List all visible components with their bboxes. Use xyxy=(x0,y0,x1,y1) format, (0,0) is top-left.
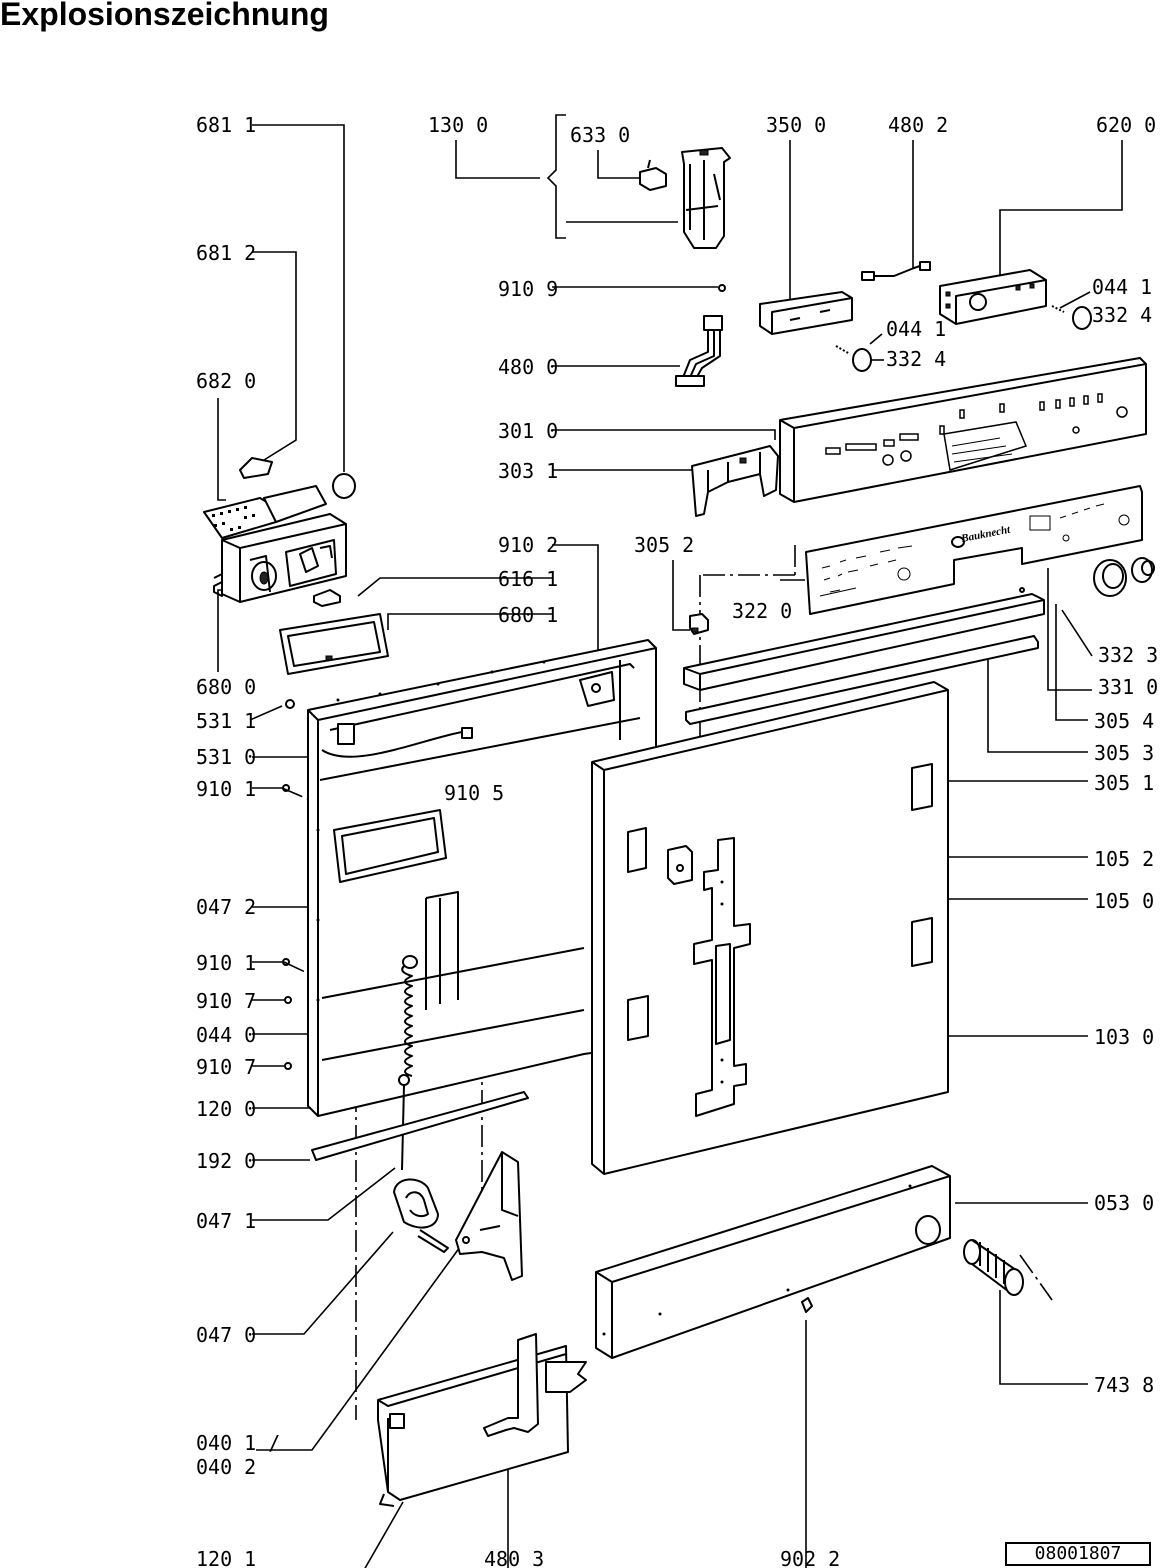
part-105-0-strip xyxy=(693,837,751,1117)
document-number: 08001807 xyxy=(1005,1542,1151,1566)
part-681-1-disc xyxy=(332,473,356,499)
label-910-1-lower: 910 1 xyxy=(196,951,256,975)
label-040-2: 040 2 xyxy=(196,1455,256,1479)
part-620-0-electronic-module xyxy=(939,269,1047,325)
label-681-1: 681 1 xyxy=(196,113,256,137)
label-047-1: 047 1 xyxy=(196,1209,256,1233)
label-531-0: 531 0 xyxy=(196,745,256,769)
label-910-1-upper: 910 1 xyxy=(196,777,256,801)
part-192-0-strip xyxy=(311,1091,529,1161)
part-531-1-screw xyxy=(285,699,295,709)
label-910-9: 910 9 xyxy=(498,277,558,301)
part-303-1-bracket xyxy=(691,445,779,517)
label-480-0: 480 0 xyxy=(498,355,558,379)
part-680-1-gasket xyxy=(279,613,389,675)
part-350-0-board xyxy=(759,291,853,335)
label-332-4-right: 332 4 xyxy=(1092,303,1152,327)
label-910-2: 910 2 xyxy=(498,533,558,557)
part-305-3-rail xyxy=(685,635,1039,725)
label-332-4-left: 332 4 xyxy=(886,347,946,371)
label-480-2: 480 2 xyxy=(888,113,948,137)
part-480-3-bracket xyxy=(483,1333,539,1437)
label-331-0: 331 0 xyxy=(1098,675,1158,699)
part-305-4-rail xyxy=(683,587,1045,691)
part-labels: 681 1 130 0 633 0 350 0 480 2 620 0 681 … xyxy=(196,113,1158,1568)
label-332-3: 332 3 xyxy=(1098,643,1158,667)
label-120-0: 120 0 xyxy=(196,1097,256,1121)
label-480-3: 480 3 xyxy=(484,1547,544,1568)
label-044-0: 044 0 xyxy=(196,1023,256,1047)
part-047-0-hinge xyxy=(393,1178,449,1253)
part-480-0-cable-harness xyxy=(675,315,723,387)
part-681-2-wedge xyxy=(239,457,273,479)
label-103-0: 103 0 xyxy=(1094,1025,1154,1049)
part-305-2-clip xyxy=(689,613,709,635)
label-682-0: 682 0 xyxy=(196,369,256,393)
part-044-1-spring-332-4-knob-left xyxy=(835,345,872,372)
label-044-1-right: 044 1 xyxy=(1092,275,1152,299)
label-680-0: 680 0 xyxy=(196,675,256,699)
part-332-3-knob-cap xyxy=(1131,557,1155,583)
part-120-0-inner-door xyxy=(307,639,657,1117)
part-053-0-kickplate xyxy=(595,1165,951,1359)
part-130-0-door-lock xyxy=(681,147,731,249)
label-633-0: 633 0 xyxy=(570,123,630,147)
part-902-2-screw xyxy=(801,1297,813,1313)
label-040-1: 040 1 / xyxy=(196,1431,280,1455)
part-301-0-control-panel xyxy=(779,357,1147,503)
label-303-1: 303 1 xyxy=(498,459,558,483)
part-120-1-lower-strip xyxy=(377,1345,587,1507)
label-681-2: 681 2 xyxy=(196,241,256,265)
label-305-1: 305 1 xyxy=(1094,771,1154,795)
label-910-5: 910 5 xyxy=(444,781,504,805)
label-350-0: 350 0 xyxy=(766,113,826,137)
label-616-1: 616 1 xyxy=(498,567,558,591)
label-105-2: 105 2 xyxy=(1094,847,1154,871)
part-480-2-cable xyxy=(861,261,931,281)
label-322-0: 322 0 xyxy=(732,599,792,623)
label-680-1: 680 1 xyxy=(498,603,558,627)
label-120-1: 120 1 xyxy=(196,1547,256,1568)
part-331-0-knob xyxy=(1093,559,1127,597)
label-305-3: 305 3 xyxy=(1094,741,1154,765)
part-044-1-spring-332-4-knob-right xyxy=(1051,305,1092,330)
label-047-0: 047 0 xyxy=(196,1323,256,1347)
label-531-1: 531 1 xyxy=(196,709,256,733)
label-910-7-lower: 910 7 xyxy=(196,1055,256,1079)
part-910-9-screw xyxy=(718,284,726,292)
label-047-2: 047 2 xyxy=(196,895,256,919)
label-192-0: 192 0 xyxy=(196,1149,256,1173)
label-105-0: 105 0 xyxy=(1094,889,1154,913)
label-620-0: 620 0 xyxy=(1096,113,1156,137)
page-title: Explosionszeichnung xyxy=(0,0,329,32)
label-130-0: 130 0 xyxy=(428,113,488,137)
label-053-0: 053 0 xyxy=(1094,1191,1154,1215)
label-305-2: 305 2 xyxy=(634,533,694,557)
part-040-1-bracket xyxy=(455,1151,523,1281)
label-044-1-left: 044 1 xyxy=(886,317,946,341)
part-105-2-clip xyxy=(667,845,693,885)
part-616-1-clip xyxy=(313,589,341,607)
part-103-0-outer-door xyxy=(591,681,949,1175)
part-633-0-microswitch xyxy=(639,159,667,191)
label-305-4: 305 4 xyxy=(1094,709,1154,733)
label-910-7-upper: 910 7 xyxy=(196,989,256,1013)
label-301-0: 301 0 xyxy=(498,419,558,443)
part-743-8-spring xyxy=(963,1239,1024,1296)
part-322-0-fascia: Bauknecht xyxy=(805,485,1143,615)
label-902-2: 902 2 xyxy=(780,1547,840,1568)
label-743-8: 743 8 xyxy=(1094,1373,1154,1397)
part-682-0-dispenser xyxy=(203,485,347,603)
